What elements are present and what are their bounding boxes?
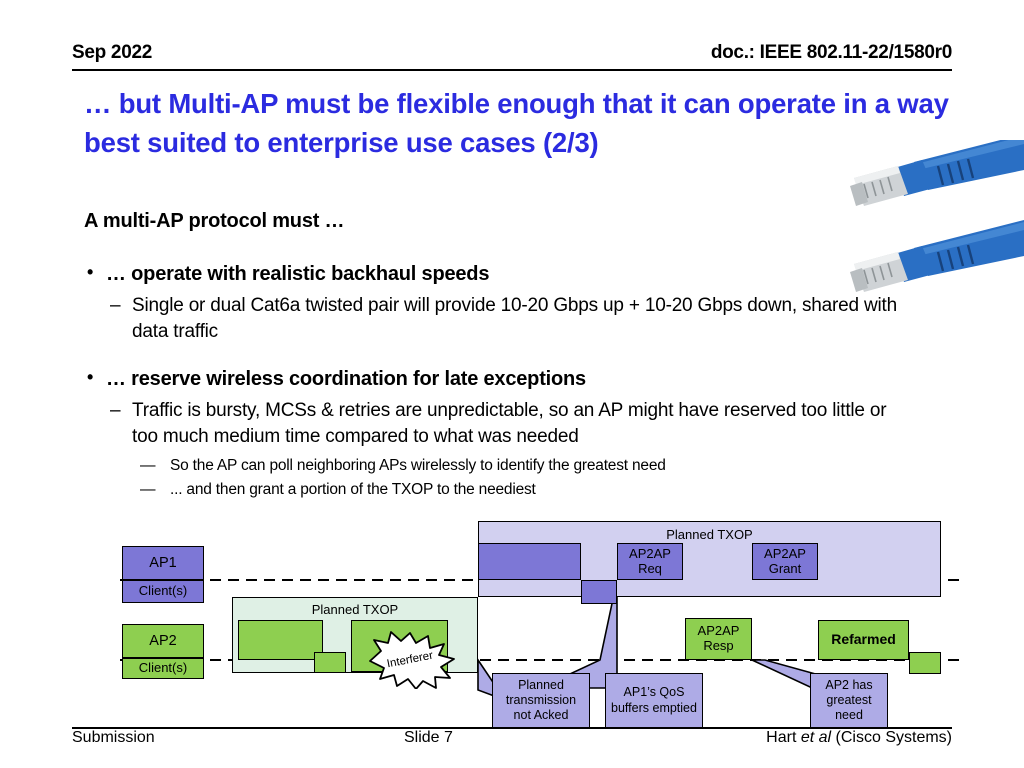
- ap2ap-grant-block: AP2AP Grant: [752, 543, 818, 580]
- refarmed-block: Refarmed: [818, 620, 909, 660]
- ap1-planned-txop-container: [478, 521, 941, 597]
- ap2-transmission-block-1: [238, 620, 323, 660]
- ap1-planned-txop-label: Planned TXOP: [666, 527, 753, 542]
- ap2ap-grant-line2: Grant: [768, 560, 802, 576]
- footer-divider: [72, 727, 952, 729]
- footer-author-name: Hart: [766, 729, 801, 746]
- slide-header: Sep 2022 doc.: IEEE 802.11-22/1580r0: [72, 42, 952, 72]
- ap2-legend-label: AP2: [122, 624, 204, 658]
- bullet-2-sub: – Traffic is bursty, MCSs & retries are …: [84, 398, 914, 449]
- header-date: Sep 2022: [72, 42, 152, 63]
- slide-body: A multi-AP protocol must … • … operate w…: [84, 210, 914, 505]
- interferer-label: Interferer: [385, 649, 435, 671]
- footer-submission-label: Submission: [72, 729, 155, 746]
- callout-ap1-qos-buffers-emptied: AP1’s QoS buffers emptied: [605, 673, 703, 728]
- bullet-2-sub-sub-1: — So the AP can poll neighboring APs wir…: [84, 456, 914, 477]
- footer-author: Hart et al (Cisco Systems): [766, 729, 952, 747]
- bullet-2-sub-text: Traffic is bursty, MCSs & retries are un…: [132, 400, 887, 447]
- bullet-2: • … reserve wireless coordination for la…: [84, 367, 914, 391]
- footer-author-affiliation: (Cisco Systems): [831, 729, 952, 746]
- ap1-legend-client-label: Client(s): [122, 580, 204, 603]
- ap2ap-req-line1: AP2AP: [629, 545, 671, 561]
- ap2ap-resp-block: AP2AP Resp: [685, 618, 752, 660]
- interferer-starburst: Interferer: [364, 631, 456, 690]
- slide-footer: Submission Slide 7 Hart et al (Cisco Sys…: [72, 729, 952, 753]
- ap2ap-resp-line2: Resp: [703, 638, 734, 653]
- bullet-2-text: … reserve wireless coordination for late…: [106, 368, 586, 391]
- bullet-1-sub: – Single or dual Cat6a twisted pair will…: [84, 293, 914, 344]
- ap1-transmission-block: [478, 543, 581, 580]
- body-spacer: [84, 350, 914, 368]
- refarmed-client-block: [909, 652, 941, 674]
- ap2ap-grant-line1: AP2AP: [764, 545, 806, 561]
- bullet-1-text: … operate with realistic backhaul speeds: [106, 263, 490, 285]
- bullet-1: • … operate with realistic backhaul spee…: [84, 262, 914, 286]
- ap2-transmission-block-2: [351, 620, 448, 672]
- page-title: … but Multi-AP must be flexible enough t…: [84, 88, 949, 159]
- bullet-glyph: •: [87, 262, 94, 282]
- body-lead: A multi-AP protocol must …: [84, 210, 345, 232]
- ap2-legend-client-label: Client(s): [122, 658, 204, 679]
- bullet-2-sub-sub-2-text: ... and then grant a portion of the TXOP…: [170, 481, 536, 499]
- callout-planned-transmission-not-acked: Planned transmission not Acked: [492, 673, 590, 728]
- ap2ap-req-line2: Req: [638, 560, 662, 576]
- ap2-client-block-1: [314, 652, 346, 673]
- ap2-planned-txop-label: Planned TXOP: [311, 602, 399, 617]
- bullet-2-sub-sub-2: — ... and then grant a portion of the TX…: [84, 480, 914, 501]
- footer-author-etal: et al: [800, 729, 832, 746]
- ap1-client-block: [581, 580, 617, 604]
- bullet-1-sub-text: Single or dual Cat6a twisted pair will p…: [132, 295, 897, 342]
- callout-ap2-greatest-need: AP2 has greatest need: [810, 673, 888, 728]
- ap1-legend-label: AP1: [122, 546, 204, 580]
- footer-slide-number: Slide 7: [404, 729, 453, 746]
- emdash-glyph: —: [140, 481, 156, 499]
- bullet-2-sub-sub-1-text: So the AP can poll neighboring APs wirel…: [170, 456, 666, 474]
- emdash-glyph: —: [140, 456, 156, 474]
- ethernet-cable-image: [842, 134, 1024, 300]
- header-document-number: doc.: IEEE 802.11-22/1580r0: [710, 42, 952, 63]
- bullet-glyph: •: [87, 367, 94, 388]
- ap2ap-req-block: AP2AP Req: [617, 543, 683, 580]
- ap2ap-resp-line1: AP2AP: [697, 623, 740, 639]
- dash-glyph: –: [110, 295, 121, 316]
- ap2-planned-txop-container: [232, 597, 478, 673]
- header-divider: [72, 69, 952, 71]
- dash-glyph: –: [110, 400, 121, 422]
